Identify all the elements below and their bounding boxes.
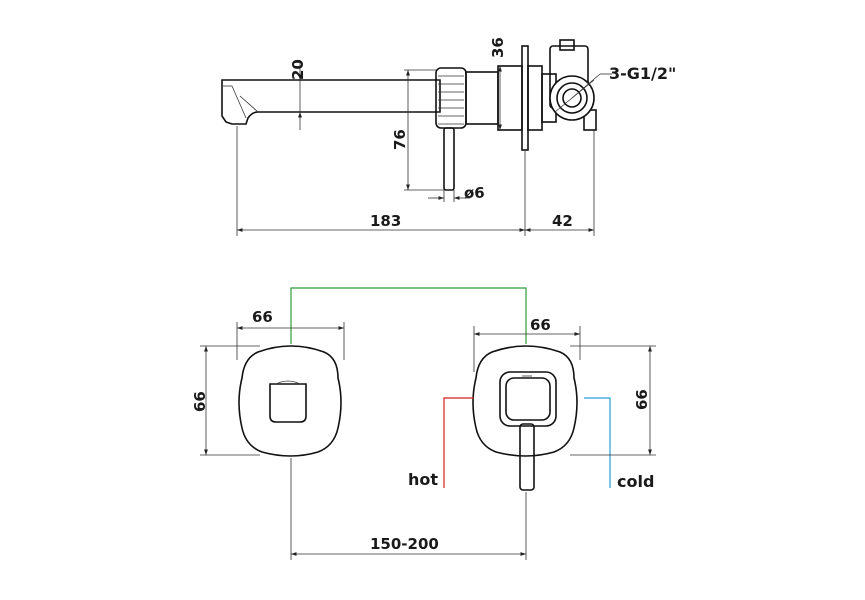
dim-lever-diameter: ø6	[428, 184, 485, 202]
dim-flange: 36	[489, 37, 507, 130]
dim-lever-diameter-label: ø6	[464, 184, 485, 202]
dim-lever-drop-label: 76	[391, 129, 409, 150]
centre-distance-label: 150-200	[370, 535, 439, 553]
dim-lengths: 183 42	[236, 126, 595, 236]
cold-leader	[584, 397, 611, 488]
dim-spout-plate-height: 66	[191, 345, 260, 456]
centre-link-line	[290, 287, 527, 344]
dim-body-depth-label: 42	[552, 212, 573, 230]
spout	[221, 79, 441, 125]
spout-plate	[238, 345, 342, 457]
hot-label: hot	[408, 470, 438, 489]
connection-label: 3-G1/2"	[609, 64, 676, 83]
dim-flange-label: 36	[489, 37, 507, 58]
mixer-plate-width-label: 66	[530, 316, 551, 334]
dim-spout-plate-width: 66	[236, 308, 345, 360]
spout-plate-width-label: 66	[252, 308, 273, 326]
dim-mixer-plate-height: 66	[570, 345, 656, 456]
dim-spout-height: 20	[289, 59, 307, 130]
dim-centre-distance: 150-200	[290, 458, 527, 560]
dim-mixer-plate-width: 66	[473, 316, 581, 372]
lever-stem	[443, 127, 455, 191]
mixer-plate-height-label: 66	[633, 389, 651, 410]
cold-label: cold	[617, 472, 654, 491]
dim-spout-height-label: 20	[289, 59, 307, 80]
front-view: hot cold 66 66 66 66	[191, 287, 656, 560]
dim-lever-drop: 76	[391, 69, 444, 191]
spout-plate-height-label: 66	[191, 391, 209, 412]
side-view: 20 36 76 ø6 183	[221, 37, 676, 236]
connection-callout: 3-G1/2"	[571, 64, 676, 99]
hot-leader	[443, 397, 474, 488]
mixer-plate	[472, 345, 578, 491]
valve-body	[465, 39, 597, 151]
dim-spout-length-label: 183	[370, 212, 401, 230]
